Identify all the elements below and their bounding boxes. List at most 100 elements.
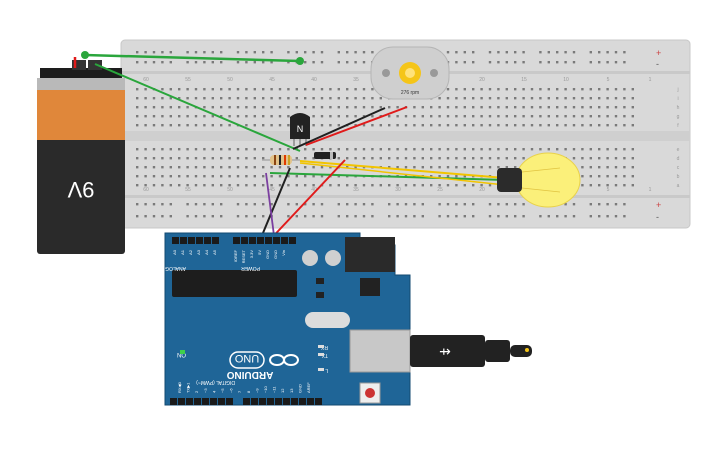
header-pin[interactable] [267, 398, 274, 405]
hole[interactable] [194, 175, 198, 178]
hole[interactable] [295, 88, 298, 91]
header-pin[interactable] [251, 398, 258, 405]
hole[interactable] [169, 61, 172, 64]
hole[interactable] [270, 175, 273, 178]
hole[interactable] [472, 88, 475, 91]
hole[interactable] [220, 148, 223, 151]
hole[interactable] [514, 124, 517, 127]
hole[interactable] [178, 175, 181, 178]
hole[interactable] [245, 51, 248, 54]
hole[interactable] [178, 115, 181, 118]
hole[interactable] [362, 203, 366, 206]
hole[interactable] [589, 166, 592, 169]
hole[interactable] [446, 184, 450, 187]
hole[interactable] [220, 184, 223, 187]
hole[interactable] [312, 97, 315, 100]
hole[interactable] [564, 106, 567, 109]
hole[interactable] [631, 175, 634, 178]
hole[interactable] [144, 51, 147, 54]
hole[interactable] [480, 184, 483, 187]
hole[interactable] [354, 88, 357, 91]
hole[interactable] [245, 148, 248, 151]
hole[interactable] [278, 97, 282, 100]
hole[interactable] [556, 148, 559, 151]
hole[interactable] [245, 203, 248, 206]
hole[interactable] [472, 157, 475, 160]
hole[interactable] [606, 184, 609, 187]
hole[interactable] [346, 106, 349, 109]
hole[interactable] [572, 157, 576, 160]
hole[interactable] [480, 166, 483, 169]
hole[interactable] [455, 106, 458, 109]
hole[interactable] [253, 115, 256, 118]
hole[interactable] [211, 184, 214, 187]
hole[interactable] [472, 106, 475, 109]
hole[interactable] [488, 61, 492, 64]
hole[interactable] [623, 175, 626, 178]
hole[interactable] [136, 166, 139, 169]
usb-port[interactable] [349, 329, 411, 373]
hole[interactable] [161, 51, 164, 54]
hole[interactable] [556, 61, 559, 64]
hole[interactable] [505, 148, 508, 151]
hole[interactable] [472, 115, 475, 118]
hole[interactable] [404, 166, 408, 169]
hole[interactable] [178, 124, 181, 127]
hole[interactable] [329, 106, 332, 109]
hole[interactable] [320, 51, 324, 54]
hole[interactable] [463, 115, 466, 118]
hole[interactable] [413, 148, 416, 151]
hole[interactable] [295, 215, 298, 218]
hole[interactable] [245, 61, 248, 64]
hole[interactable] [472, 51, 475, 54]
hole[interactable] [606, 51, 609, 54]
hole[interactable] [446, 215, 450, 218]
hole[interactable] [236, 203, 240, 206]
hole[interactable] [320, 115, 324, 118]
hole[interactable] [446, 97, 450, 100]
hole[interactable] [623, 115, 626, 118]
hole[interactable] [413, 215, 416, 218]
hole[interactable] [312, 88, 315, 91]
hole[interactable] [589, 203, 592, 206]
hole[interactable] [463, 175, 466, 178]
hole[interactable] [169, 157, 172, 160]
hole[interactable] [312, 148, 315, 151]
hole[interactable] [270, 184, 273, 187]
hole[interactable] [623, 166, 626, 169]
header-pin[interactable] [307, 398, 314, 405]
hole[interactable] [312, 115, 315, 118]
hole[interactable] [497, 166, 500, 169]
hole[interactable] [623, 148, 626, 151]
hole[interactable] [463, 148, 466, 151]
hole[interactable] [438, 175, 441, 178]
hole[interactable] [346, 88, 349, 91]
hole[interactable] [614, 148, 618, 151]
hole[interactable] [287, 203, 290, 206]
hole[interactable] [362, 97, 366, 100]
hole[interactable] [152, 97, 156, 100]
hole[interactable] [396, 124, 399, 127]
hole[interactable] [581, 148, 584, 151]
hole[interactable] [446, 51, 450, 54]
hole[interactable] [539, 61, 542, 64]
hole[interactable] [304, 175, 307, 178]
hole[interactable] [152, 148, 156, 151]
hole[interactable] [245, 184, 248, 187]
hole[interactable] [530, 148, 534, 151]
hole[interactable] [220, 157, 223, 160]
hole[interactable] [404, 203, 408, 206]
header-pin[interactable] [218, 398, 225, 405]
hole[interactable] [304, 51, 307, 54]
hole[interactable] [379, 124, 382, 127]
hole[interactable] [413, 106, 416, 109]
hole[interactable] [194, 184, 198, 187]
hole[interactable] [413, 157, 416, 160]
hole[interactable] [606, 203, 609, 206]
hole[interactable] [413, 115, 416, 118]
hole[interactable] [220, 61, 223, 64]
hole[interactable] [388, 215, 391, 218]
hole[interactable] [631, 184, 634, 187]
hole[interactable] [564, 115, 567, 118]
hole[interactable] [472, 61, 475, 64]
